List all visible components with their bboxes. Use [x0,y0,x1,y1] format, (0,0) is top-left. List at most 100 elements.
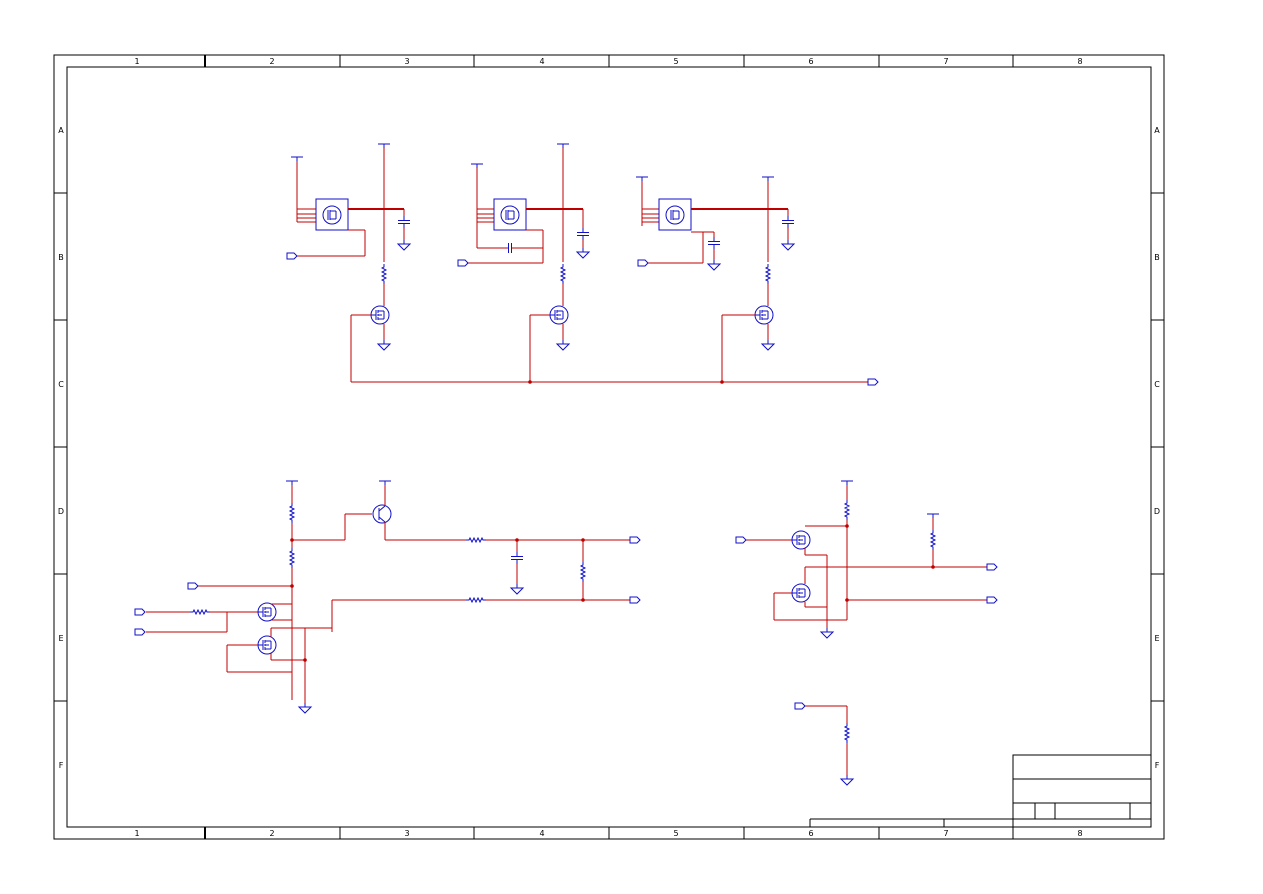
column-label: 7 [943,829,948,838]
regulator-icon [315,198,349,231]
regulator-stage-1 [286,143,411,382]
power-rail-icon [290,156,304,162]
port-icon [629,536,641,544]
row-label: A [1154,126,1160,135]
row-label: D [58,507,64,516]
column-label: 3 [404,829,409,838]
capacitor-icon [508,242,512,254]
row-label: E [58,634,63,643]
resistor-icon [465,537,487,543]
port-icon [187,582,199,590]
mosfet-icon [370,305,390,325]
resistor-icon [289,547,295,569]
capacitor-icon [510,551,524,565]
port-icon [134,628,146,636]
row-label: B [58,253,64,262]
regulator-icon [493,198,527,231]
power-rail-icon [926,513,940,519]
resistor-icon [765,263,771,285]
drawing-frame: 1 2 3 4 5 6 7 8 1 2 3 4 5 6 7 8 A B C D … [53,54,1165,840]
regulator-icon [658,198,692,231]
ground-icon [781,239,795,251]
row-label: C [1154,380,1160,389]
ground-icon [761,339,775,351]
column-label: 1 [134,829,139,838]
power-rail-icon [378,480,392,486]
row-label: B [1154,253,1160,262]
mosfet-icon [257,602,277,622]
column-label: 5 [673,829,678,838]
resistor-icon [580,561,586,583]
pulldown-stage [794,702,854,786]
power-rail-icon [285,480,299,486]
port-icon [735,536,747,544]
column-labels-bottom: 1 2 3 4 5 6 7 8 [134,829,1082,838]
column-label: 4 [539,829,544,838]
enable-bus [351,378,879,386]
port-icon [986,563,998,571]
resistor-icon [930,529,936,551]
resistor-icon [844,722,850,744]
row-label: A [58,126,64,135]
switch-stage [735,480,998,639]
ground-icon [576,247,590,259]
port-icon [637,259,649,267]
ground-icon [820,627,834,639]
title-block [809,754,1152,828]
row-label: D [1154,507,1160,516]
row-label: F [59,761,64,770]
port-icon [457,259,469,267]
column-label: 3 [404,57,409,66]
port-icon [629,596,641,604]
column-label: 6 [808,57,813,66]
column-label: 2 [269,829,274,838]
column-label: 8 [1077,57,1082,66]
column-label: 6 [808,829,813,838]
port-icon [286,252,298,260]
mosfet-icon [791,583,811,603]
row-labels-right: A B C D E F [1154,126,1160,770]
power-rail-icon [556,143,570,149]
ground-icon [556,339,570,351]
npn-transistor-icon [372,504,392,524]
ground-icon [840,774,854,786]
mosfet-icon [791,530,811,550]
column-label: 2 [269,57,274,66]
resistor-icon [189,609,211,615]
port-icon [794,702,806,710]
row-labels-left: A B C D E F [58,126,64,770]
regulator-stage-2 [457,143,590,382]
resistor-icon [844,499,850,521]
resistor-icon [289,502,295,524]
row-label: F [1155,761,1160,770]
power-rail-icon [470,163,484,169]
ground-icon [510,583,524,595]
resistor-icon [381,263,387,285]
ground-icon [298,702,312,714]
resistor-icon [465,597,487,603]
port-icon [986,596,998,604]
capacitor-icon [576,227,590,241]
power-rail-icon [377,143,391,149]
power-rail-icon [840,480,854,486]
column-label: 1 [134,57,139,66]
column-label: 7 [943,57,948,66]
capacitor-icon [707,236,721,250]
column-label: 4 [539,57,544,66]
power-rail-icon [761,176,775,182]
mosfet-icon [754,305,774,325]
analog-driver-stage [134,480,641,714]
column-label: 8 [1077,829,1082,838]
row-label: E [1154,634,1159,643]
power-rail-icon [635,176,649,182]
ground-icon [707,259,721,271]
mosfet-icon [549,305,569,325]
row-label: C [58,380,64,389]
capacitor-icon [397,215,411,229]
column-label: 5 [673,57,678,66]
mosfet-icon [257,635,277,655]
ground-icon [397,239,411,251]
regulator-stage-3 [635,176,795,382]
ground-icon [377,339,391,351]
